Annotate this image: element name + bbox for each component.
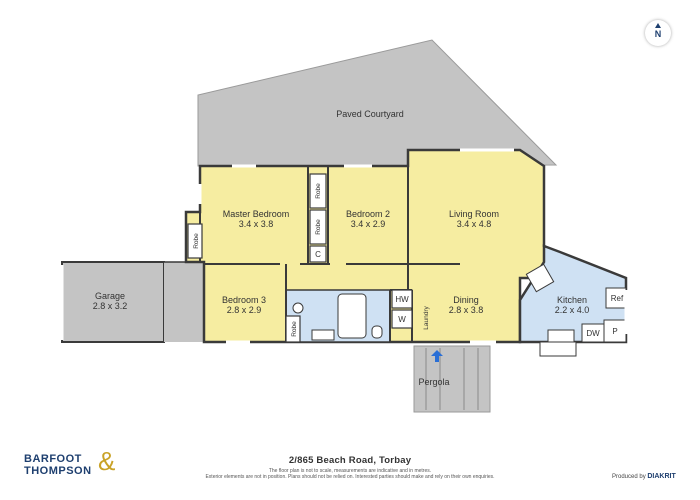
- bedroom3-size: 2.8 x 2.9: [227, 305, 262, 315]
- garage-size: 2.8 x 3.2: [93, 301, 128, 311]
- cupboard-c: [309, 245, 327, 263]
- courtyard-area: [197, 39, 558, 167]
- kitchen-sink: [547, 329, 575, 343]
- brand-ampersand: &: [98, 446, 116, 476]
- robe-master-label: Robe: [193, 233, 200, 249]
- vanity: [311, 329, 335, 341]
- garage-area: [61, 261, 165, 343]
- dining-size: 2.8 x 3.8: [449, 305, 484, 315]
- garage-label: Garage: [95, 291, 125, 301]
- laundry-label: Laundry: [423, 306, 430, 330]
- w-label: W: [398, 315, 406, 324]
- cupboard-c-label: C: [315, 250, 321, 259]
- brand-line-2: THOMPSON: [24, 465, 92, 477]
- pergola-area: [413, 345, 491, 413]
- bath-tub: [337, 293, 367, 339]
- dining-label: Dining: [453, 295, 479, 305]
- north-arrow-icon: [655, 23, 661, 28]
- brand-line-1: BARFOOT: [24, 453, 82, 465]
- disclaimer-line-1: The floor plan is not to scale, measurem…: [268, 468, 432, 474]
- disclaimer-line-2: Exterior elements are not in position. P…: [205, 474, 495, 480]
- robe-bedroom3: [285, 315, 301, 343]
- bedroom2-label: Bedroom 2: [346, 209, 390, 219]
- w-cupboard: [391, 309, 413, 329]
- address-title: 2/865 Beach Road, Torbay: [288, 455, 412, 466]
- pantry-label: P: [612, 327, 617, 336]
- pergola-slats: [425, 348, 479, 410]
- robe-bedroom2-b-label: Robe: [315, 219, 322, 235]
- kitchen-window: [539, 341, 577, 357]
- dw-label: DW: [586, 329, 600, 338]
- side-passage-area: [164, 262, 204, 342]
- robe-bedroom2-b: [309, 209, 327, 245]
- robe-master: [187, 223, 203, 259]
- pergola-label: Pergola: [418, 377, 449, 387]
- producer-credit: Produced by DIAKRIT: [612, 473, 676, 480]
- master-bedroom-label: Master Bedroom: [223, 209, 290, 219]
- kitchen-counter: [525, 263, 555, 293]
- producer-name: DIAKRIT: [647, 473, 676, 480]
- produced-by-text: Produced by: [612, 474, 646, 480]
- ref-label: Ref: [611, 294, 624, 303]
- windows: [198, 148, 628, 344]
- disclaimer: The floor plan is not to scale, measurem…: [150, 468, 550, 480]
- robe-bedroom3-label: Robe: [291, 321, 298, 337]
- living-room-label: Living Room: [449, 209, 499, 219]
- courtyard-label: Paved Courtyard: [336, 109, 404, 119]
- kitchen-label: Kitchen: [557, 295, 587, 305]
- hw-label: HW: [395, 295, 409, 304]
- bedroom2-size: 3.4 x 2.9: [351, 219, 386, 229]
- hw-cupboard: [391, 289, 413, 309]
- north-compass: N: [645, 20, 671, 46]
- north-label: N: [654, 29, 662, 39]
- entry-arrow-icon: [431, 350, 443, 362]
- living-room-size: 3.4 x 4.8: [457, 219, 492, 229]
- kitchen-size: 2.2 x 4.0: [555, 305, 590, 315]
- robe-bedroom2-a-label: Robe: [315, 183, 322, 199]
- master-bedroom-size: 3.4 x 3.8: [239, 219, 274, 229]
- robe-bedroom2-a: [309, 173, 327, 209]
- brand-logo: BARFOOT THOMPSON &: [24, 448, 115, 477]
- toilet: [371, 325, 383, 339]
- basin: [292, 302, 304, 314]
- bedroom3-label: Bedroom 3: [222, 295, 266, 305]
